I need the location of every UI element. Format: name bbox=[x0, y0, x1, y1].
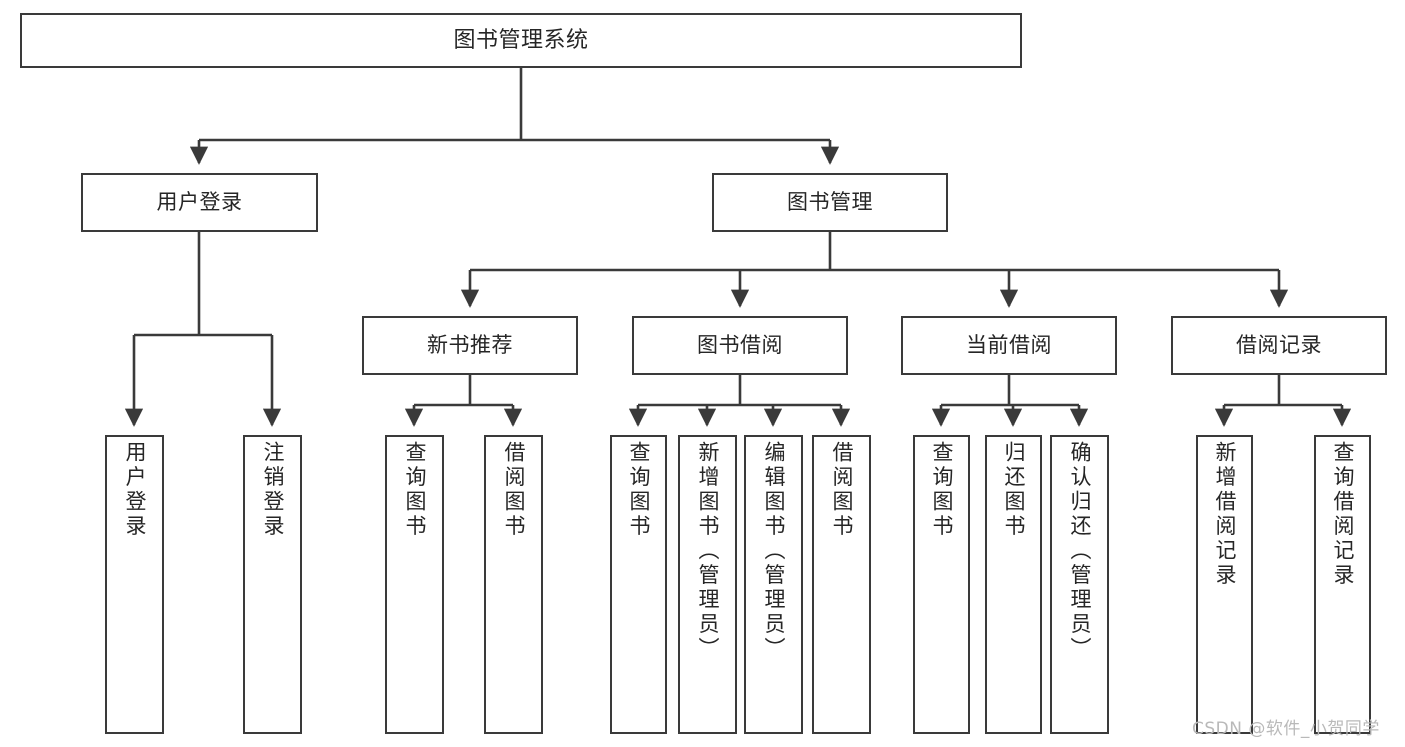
node-current-borrow-label: 当前借阅 bbox=[966, 333, 1052, 358]
node-leaf-edit-book-label: 编辑图书（管理员） bbox=[762, 441, 786, 662]
node-user-login-label: 用户登录 bbox=[156, 190, 243, 215]
node-leaf-borrow-book-2[interactable]: 借阅图书 bbox=[812, 435, 871, 734]
node-current-borrow[interactable]: 当前借阅 bbox=[901, 316, 1117, 375]
node-root-system[interactable]: 图书管理系统 bbox=[20, 13, 1022, 68]
node-leaf-add-record[interactable]: 新增借阅记录 bbox=[1196, 435, 1253, 734]
node-borrow-record-label: 借阅记录 bbox=[1236, 333, 1322, 358]
node-leaf-query-record-label: 查询借阅记录 bbox=[1331, 441, 1355, 588]
node-root-label: 图书管理系统 bbox=[453, 27, 589, 53]
node-leaf-query-book-1[interactable]: 查询图书 bbox=[385, 435, 444, 734]
node-borrow-record[interactable]: 借阅记录 bbox=[1171, 316, 1387, 375]
node-leaf-query-record[interactable]: 查询借阅记录 bbox=[1314, 435, 1371, 734]
node-leaf-borrow-book-2-label: 借阅图书 bbox=[830, 441, 854, 539]
node-leaf-add-record-label: 新增借阅记录 bbox=[1213, 441, 1237, 588]
node-leaf-query-book-2-label: 查询图书 bbox=[627, 441, 651, 539]
node-new-book-recommend[interactable]: 新书推荐 bbox=[362, 316, 578, 375]
node-leaf-add-book[interactable]: 新增图书（管理员） bbox=[678, 435, 737, 734]
csdn-watermark: CSDN @软件_小贺同学 bbox=[1192, 719, 1380, 739]
node-leaf-borrow-book-1-label: 借阅图书 bbox=[502, 441, 526, 539]
node-book-manage-label: 图书管理 bbox=[787, 190, 873, 215]
node-leaf-borrow-book-1[interactable]: 借阅图书 bbox=[484, 435, 543, 734]
node-new-book-recommend-label: 新书推荐 bbox=[427, 333, 513, 358]
node-leaf-return-book[interactable]: 归还图书 bbox=[985, 435, 1042, 734]
node-leaf-edit-book[interactable]: 编辑图书（管理员） bbox=[744, 435, 803, 734]
node-leaf-user-login[interactable]: 用户登录 bbox=[105, 435, 164, 734]
node-leaf-user-login-label: 用户登录 bbox=[123, 441, 147, 539]
node-leaf-confirm-return-label: 确认归还（管理员） bbox=[1068, 441, 1092, 662]
node-leaf-query-book-3-label: 查询图书 bbox=[930, 441, 954, 539]
node-leaf-return-book-label: 归还图书 bbox=[1002, 441, 1026, 539]
node-book-manage[interactable]: 图书管理 bbox=[712, 173, 948, 232]
node-book-borrow[interactable]: 图书借阅 bbox=[632, 316, 848, 375]
node-leaf-query-book-2[interactable]: 查询图书 bbox=[610, 435, 667, 734]
node-leaf-add-book-label: 新增图书（管理员） bbox=[696, 441, 720, 662]
node-leaf-query-book-3[interactable]: 查询图书 bbox=[913, 435, 970, 734]
node-leaf-logout[interactable]: 注销登录 bbox=[243, 435, 302, 734]
node-leaf-logout-label: 注销登录 bbox=[261, 441, 285, 539]
node-leaf-confirm-return[interactable]: 确认归还（管理员） bbox=[1050, 435, 1109, 734]
node-leaf-query-book-1-label: 查询图书 bbox=[403, 441, 427, 539]
node-user-login[interactable]: 用户登录 bbox=[81, 173, 318, 232]
node-book-borrow-label: 图书借阅 bbox=[697, 333, 783, 358]
